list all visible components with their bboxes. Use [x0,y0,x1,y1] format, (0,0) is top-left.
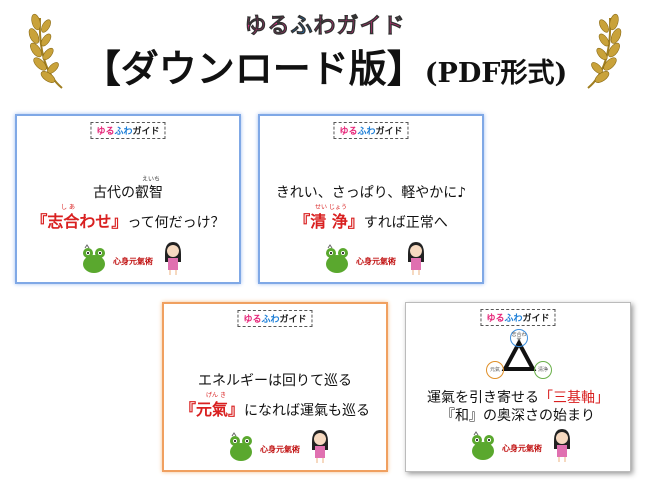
card-line1: 古代の叡智 [93,185,163,201]
laurel-right-icon [587,13,622,89]
furigana: せい じょう [315,204,347,211]
brand-char: ゆ [244,14,268,40]
card-shiawase[interactable]: ゆるふわガイド えいち 古代の叡智 し あ 『志合わせ』って何だっけ？ 心身元氣… [15,114,241,284]
title-main: 【ダウンロード版】 [82,46,425,91]
furigana: し あ [61,204,75,211]
girl-icon [312,430,328,463]
brand-char: ガイド [336,14,406,40]
card-badge: ゆるふわガイド [333,122,409,139]
girl-icon [554,429,570,462]
signature: 心身元氣術 [356,256,396,266]
signature: 心身元氣術 [502,443,542,453]
highlight-term: 『元氣』 [179,400,244,419]
girl-icon [165,242,181,275]
highlight-term: 『志合わせ』 [31,212,128,231]
card-line2: 『和』の奥深さの始まり [441,408,595,424]
header: ゆるふわガイド 【ダウンロード版】(PDF形式) [0,0,650,100]
card-badge: ゆるふわガイド [237,310,313,327]
card-line2: 『清 浄』すれば正常へ [294,212,448,231]
card-line1: 運氣を引き寄せる「三基軸」 [427,390,609,406]
node-shiawase: 志合わせ [510,329,528,347]
card-genki[interactable]: ゆるふわガイド エネルギーは回りて巡る げん き 『元氣』になれば運氣も巡る 心… [162,302,388,472]
triangle-icon [501,338,537,371]
brand-char: わ [313,14,337,40]
card-sankijiku[interactable]: ゆるふわガイド 志合わせ 元氣 清浄 運氣を引き寄せる「三基軸」 『和』の奥深さ… [405,302,631,472]
signature: 心身元氣術 [113,256,153,266]
card-line2: 『元氣』になれば運氣も巡る [179,400,370,419]
furigana: えいち [141,176,160,183]
title-sub: (PDF形式) [424,58,568,89]
node-seijou: 清浄 [534,361,552,379]
frog-icon [230,432,252,461]
highlight-term: 『清 浄』 [294,212,364,231]
furigana: げん き [206,392,226,399]
brand-char: ふ [290,14,314,40]
brand-logo: ゆるふわガイド [0,8,650,40]
card-badge: ゆるふわガイド [90,122,166,139]
card-line1: エネルギーは回りて巡る [198,373,352,389]
card-line1: きれい、さっぱり、軽やかに♪ [275,185,467,201]
card-line2: 『志合わせ』って何だっけ？ [31,212,225,231]
brand-char: る [267,14,291,40]
frog-icon [326,244,348,273]
frog-icon [83,244,105,273]
node-genki: 元氣 [486,361,504,379]
card-seijou[interactable]: ゆるふわガイド きれい、さっぱり、軽やかに♪ せい じょう 『清 浄』すれば正常… [258,114,484,284]
girl-icon [408,242,424,275]
laurel-left-icon [28,13,63,89]
signature: 心身元氣術 [260,444,300,454]
card-badge: ゆるふわガイド [480,309,556,326]
frog-icon [472,431,494,460]
highlight-term: 「三基軸」 [539,390,609,406]
page-title: 【ダウンロード版】(PDF形式) [0,38,650,93]
